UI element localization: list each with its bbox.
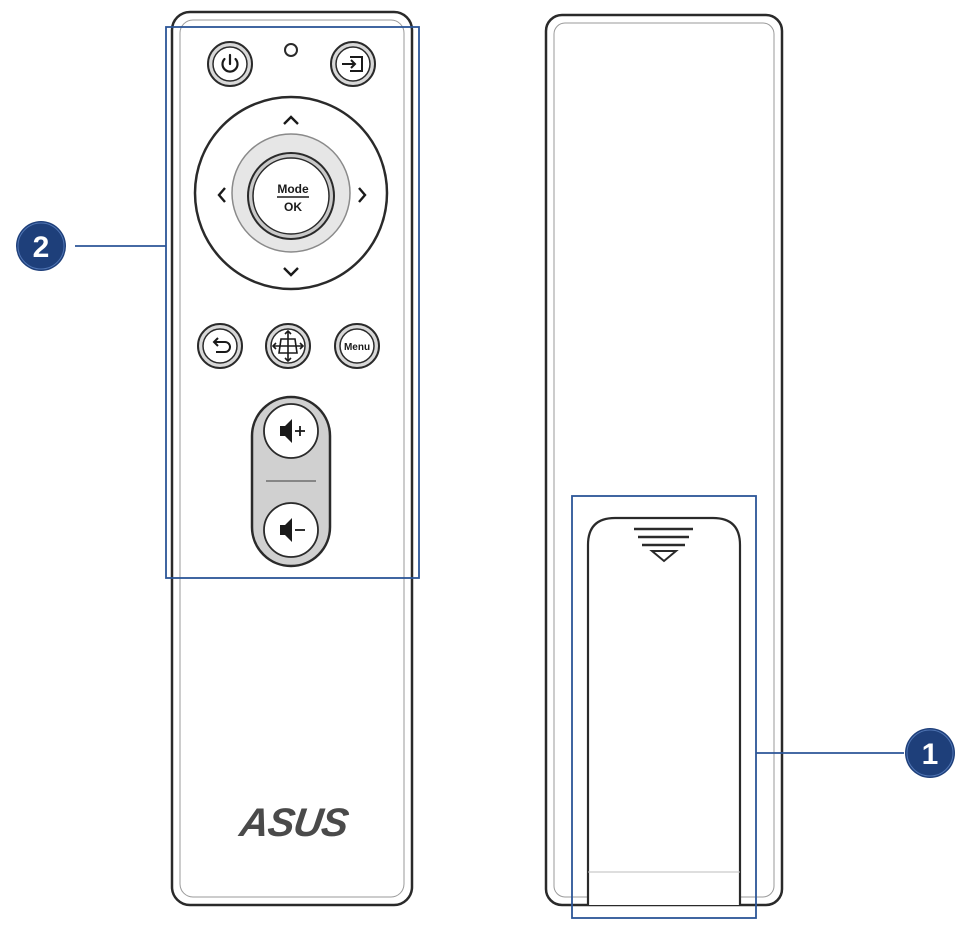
callout-1: 1 [905,728,955,778]
callout-2-number: 2 [33,231,50,264]
battery-cover [586,516,742,905]
volume-down-button[interactable] [263,502,319,558]
volume-up-button[interactable] [263,403,319,459]
volume-up-icon [280,419,305,443]
svg-text:ASUS: ASUS [236,800,352,845]
input-source-button[interactable] [330,41,376,87]
power-icon [221,53,239,73]
button-area-highlight [165,26,420,579]
callout-2: 2 [16,221,66,271]
power-button[interactable] [207,41,253,87]
left-arrow-button[interactable] [217,187,226,203]
remote-front: Mode OK [75,10,420,907]
asus-logo: ASUS [236,800,352,845]
back-button[interactable] [197,323,243,369]
ok-label: OK [284,200,302,214]
mode-ok-button[interactable]: Mode OK [247,152,335,240]
volume-down-icon [280,518,305,542]
back-arrow-icon [212,337,231,353]
menu-button[interactable]: Menu [334,323,380,369]
down-arrow-button[interactable] [283,267,299,277]
volume-rocker [250,395,332,568]
right-arrow-button[interactable] [358,187,367,203]
callout-1-number: 1 [922,738,939,771]
menu-label: Menu [344,342,370,353]
battery-cover-highlight [571,495,757,919]
up-arrow-button[interactable] [283,115,299,125]
mode-label: Mode [277,182,309,196]
input-source-icon [342,56,363,72]
keystone-button[interactable] [265,323,311,369]
directional-pad: Mode OK [193,95,389,291]
keystone-icon [271,329,305,363]
remote-back [544,13,904,919]
open-arrow-icon [649,550,679,563]
led-indicator [284,43,298,57]
